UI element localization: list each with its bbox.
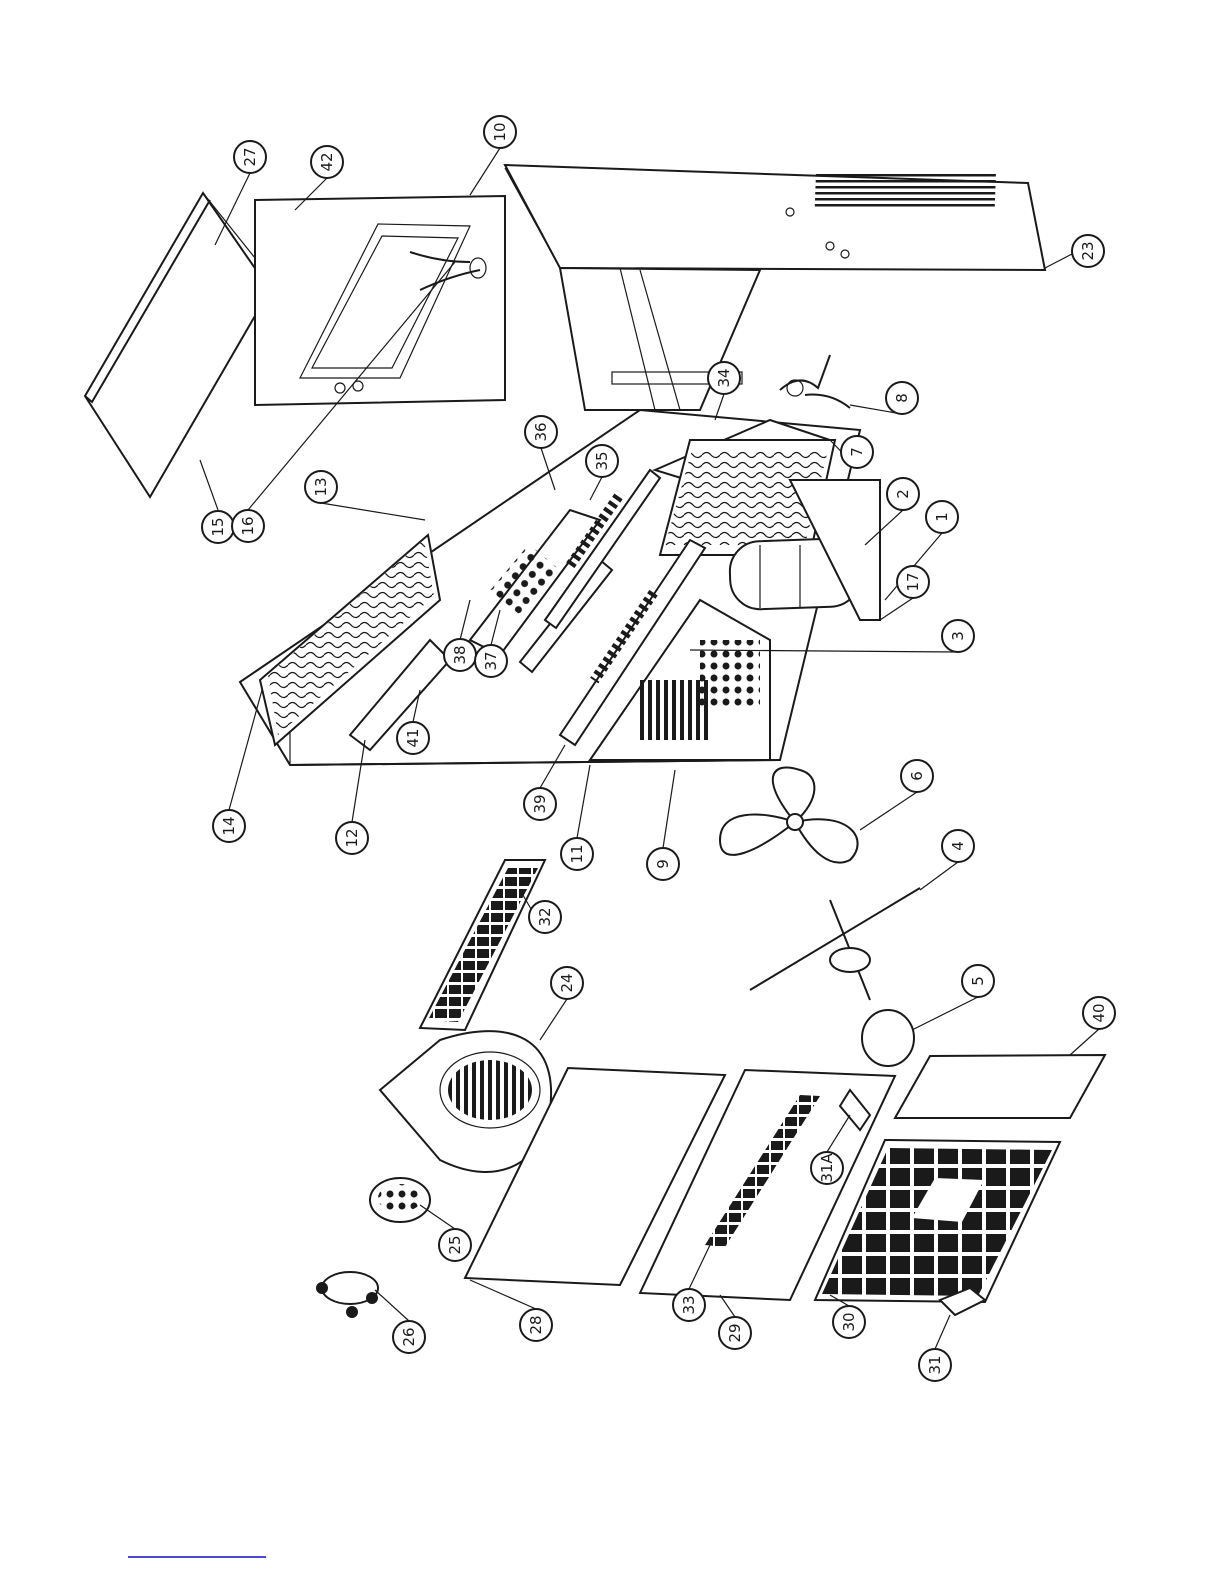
- callout-36: 36: [525, 416, 557, 448]
- callout-13: 13: [305, 471, 337, 503]
- callout-3: 3: [942, 620, 974, 652]
- callout-34: 34: [708, 362, 740, 394]
- callout-39: 39: [524, 788, 556, 820]
- callout-35: 35: [586, 445, 618, 477]
- footer-link-rule: [128, 1556, 266, 1558]
- callout-29: 29: [719, 1317, 751, 1349]
- callout-number: 34: [715, 368, 733, 387]
- callout-number: 12: [343, 828, 361, 847]
- callout-27: 27: [234, 141, 266, 173]
- callout-number: 4: [949, 841, 967, 851]
- callout-31a: 31A: [811, 1152, 843, 1184]
- callout-number: 16: [239, 516, 257, 535]
- side-access-panel-40: [895, 1055, 1105, 1118]
- fan-motor-mount: [750, 888, 920, 1000]
- callout-number: 30: [840, 1312, 858, 1331]
- callout-number: 2: [894, 489, 912, 499]
- callout-number: 6: [908, 771, 926, 781]
- top-cover-panel: [85, 193, 270, 497]
- callout-15: 15: [202, 511, 234, 543]
- callout-37: 37: [475, 645, 507, 677]
- callout-number: 28: [527, 1315, 545, 1334]
- callout-number: 9: [654, 859, 672, 869]
- condenser-fan-blade: [720, 767, 858, 862]
- callout-number: 42: [318, 152, 336, 171]
- callout-number: 7: [848, 447, 866, 457]
- callout-8: 8: [886, 382, 918, 414]
- callout-number: 25: [446, 1235, 464, 1254]
- callout-number: 10: [491, 122, 509, 141]
- callout-number: 24: [558, 973, 576, 992]
- callout-40: 40: [1083, 997, 1115, 1029]
- callout-number: 33: [680, 1295, 698, 1314]
- callout-number: 1: [933, 512, 951, 522]
- callout-number: 36: [532, 422, 550, 441]
- callout-23: 23: [1072, 235, 1104, 267]
- callout-number: 31: [926, 1355, 944, 1374]
- callout-1: 1: [926, 501, 958, 533]
- callout-number: 14: [220, 816, 238, 835]
- callout-number: 35: [593, 451, 611, 470]
- callout-number: 32: [536, 907, 554, 926]
- callout-number: 8: [893, 393, 911, 403]
- callout-31: 31: [919, 1349, 951, 1381]
- blower-housing: [380, 1031, 551, 1172]
- callout-number: 11: [568, 844, 586, 863]
- fan-motor: [862, 1010, 914, 1066]
- callout-number: 38: [451, 645, 469, 664]
- evaporator-filter: [420, 860, 545, 1030]
- callout-2: 2: [887, 478, 919, 510]
- callout-16: 16: [232, 510, 264, 542]
- callout-32: 32: [529, 901, 561, 933]
- callout-number: 26: [400, 1327, 418, 1346]
- callout-number: 15: [209, 517, 227, 536]
- callout-number: 41: [404, 728, 422, 747]
- callout-41: 41: [397, 722, 429, 754]
- side-panel: [505, 165, 1045, 270]
- blower-motor-bracket: [316, 1272, 378, 1318]
- callout-number: 17: [904, 572, 922, 591]
- callout-33: 33: [673, 1289, 705, 1321]
- callout-28: 28: [520, 1309, 552, 1341]
- callout-38: 38: [444, 639, 476, 671]
- callout-9: 9: [647, 848, 679, 880]
- callout-number: 37: [482, 651, 500, 670]
- callout-11: 11: [561, 838, 593, 870]
- callout-5: 5: [962, 965, 994, 997]
- callout-number: 5: [969, 976, 987, 986]
- callout-26: 26: [393, 1321, 425, 1353]
- callout-number: 39: [531, 794, 549, 813]
- callout-number: 13: [312, 477, 330, 496]
- callout-number: 27: [241, 147, 259, 166]
- callout-number: 29: [726, 1323, 744, 1342]
- callout-12: 12: [336, 822, 368, 854]
- callout-17: 17: [897, 566, 929, 598]
- callout-6: 6: [901, 760, 933, 792]
- blower-motor: [370, 1178, 430, 1222]
- rear-cabinet-panel: [255, 196, 505, 405]
- callout-30: 30: [833, 1306, 865, 1338]
- callout-4: 4: [942, 830, 974, 862]
- callout-24: 24: [551, 967, 583, 999]
- callout-number: 40: [1090, 1003, 1108, 1022]
- callout-number: 31A: [818, 1153, 836, 1183]
- callout-number: 3: [949, 631, 967, 641]
- callout-number: 23: [1079, 241, 1097, 260]
- callout-25: 25: [439, 1229, 471, 1261]
- callout-14: 14: [213, 810, 245, 842]
- callout-10: 10: [484, 116, 516, 148]
- callout-7: 7: [841, 436, 873, 468]
- callout-42: 42: [311, 146, 343, 178]
- refrigerant-valve-8: [780, 355, 850, 408]
